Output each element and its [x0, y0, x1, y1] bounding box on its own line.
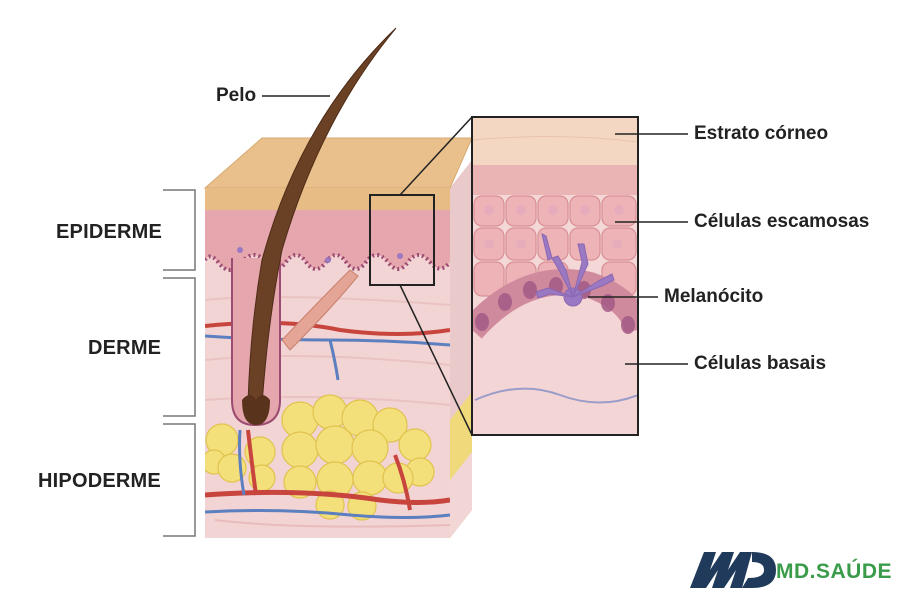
hair-bulb [242, 395, 270, 425]
squamous-cells-label: Células escamosas [694, 211, 870, 232]
epidermis-melanocytes [237, 247, 403, 263]
melanocyte-label: Melanócito [664, 286, 764, 307]
leader-lines [262, 95, 688, 365]
block-side-face [450, 160, 472, 538]
md-saude-logo-icon [690, 552, 776, 588]
epidermis-label: EPIDERME [56, 221, 163, 243]
hair-label: Pelo [216, 85, 257, 106]
zoom-inset [472, 117, 638, 435]
zoom-source-box [369, 194, 435, 286]
block-top-face [203, 137, 473, 189]
dermis-label: DERME [88, 337, 162, 359]
zoom-inset-frame [471, 116, 639, 436]
brand-name: MD.SAÚDE [776, 560, 893, 583]
basal-cells-label: Células basais [694, 353, 827, 374]
stratum-corneum-label: Estrato córneo [694, 123, 829, 144]
layer-brackets [163, 189, 196, 537]
hypodermis-label: HIPODERME [38, 470, 161, 492]
zoom-connector-bottom [399, 284, 473, 436]
zoom-connector-top [399, 116, 473, 196]
block-front-face [205, 188, 450, 538]
brand-logo: MD.SAÚDE [688, 548, 898, 596]
